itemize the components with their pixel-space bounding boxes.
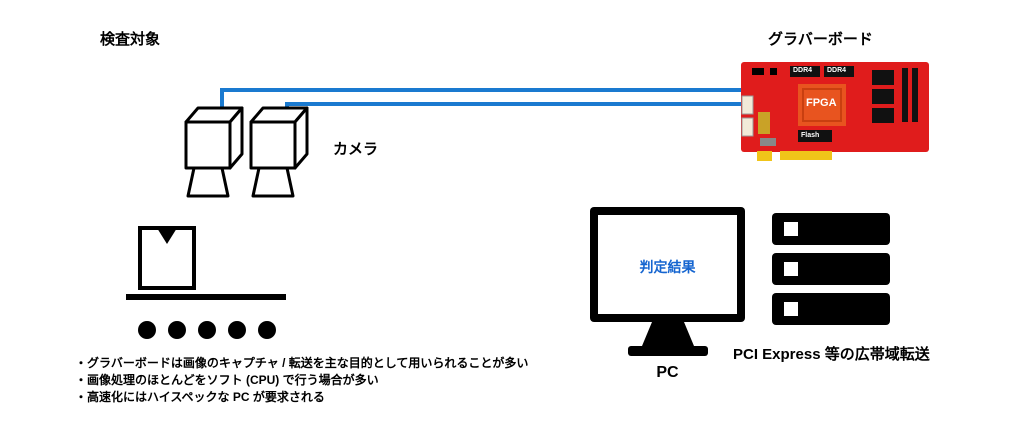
inspection-target-label: 検査対象 — [100, 31, 161, 48]
camera-1-icon — [184, 106, 244, 198]
camera-label: カメラ — [333, 141, 379, 158]
pc-label: PC — [656, 364, 679, 381]
grabber-board-label: グラバーボード — [768, 31, 873, 48]
note-item-1: ・グラバーボードは画像のキャプチャ / 転送を主な目的として用いられることが多い — [75, 356, 529, 370]
note-item-2: ・画像処理のほとんどをソフト (CPU) で行う場合が多い — [75, 373, 379, 387]
note-item-3: ・高速化にはハイスペックな PC が要求される — [75, 390, 325, 404]
notes-list: ・グラバーボードは画像のキャプチャ / 転送を主な目的として用いられることが多い… — [75, 355, 528, 406]
ddr4-chip-label-right: DDR4 — [827, 67, 847, 74]
judgement-result-text: 判定結果 — [639, 259, 696, 275]
camera-2-icon — [249, 106, 309, 198]
flash-chip-label: Flash — [801, 132, 820, 139]
server-stack-icon — [772, 213, 890, 325]
pc-monitor-icon — [590, 207, 745, 356]
pci-express-label: PCI Express 等の広帯域転送 — [733, 346, 930, 363]
conveyor-box-icon — [126, 226, 286, 339]
grabber-board-icon — [741, 62, 929, 161]
ddr4-chip-label-left: DDR4 — [793, 67, 813, 74]
fpga-chip-label: FPGA — [806, 97, 837, 109]
